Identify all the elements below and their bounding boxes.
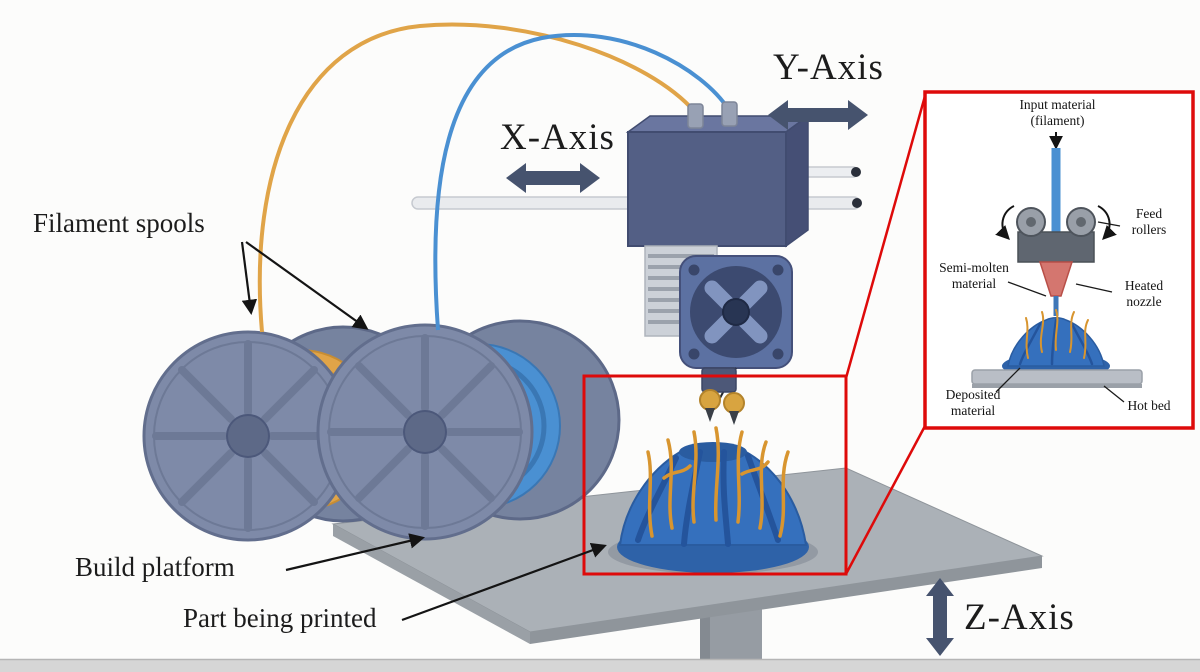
z-axis-arrow bbox=[926, 578, 954, 656]
filament-spools-label: Filament spools bbox=[33, 208, 205, 238]
filament-tube-orange bbox=[257, 22, 697, 333]
hotend-nozzles-graphic bbox=[699, 367, 745, 425]
inset-hot-bed-label: Hot bed bbox=[1127, 398, 1171, 413]
x-axis-arrow bbox=[506, 163, 600, 193]
build-platform-label: Build platform bbox=[75, 552, 235, 582]
inset-heated-nozzle bbox=[1038, 261, 1074, 297]
printed-part-graphic bbox=[617, 426, 809, 573]
support-structures bbox=[646, 426, 790, 538]
filament-tube-blue bbox=[433, 33, 731, 331]
part-being-printed-label: Part being printed bbox=[183, 603, 377, 633]
bottom-border-strip bbox=[0, 658, 1200, 672]
inset-filament bbox=[1051, 148, 1061, 262]
x-axis-label: X-Axis bbox=[500, 117, 615, 158]
part-highlight-box bbox=[582, 95, 927, 576]
inset-feed-rollers-label: Feed rollers bbox=[1131, 206, 1167, 237]
y-axis-arrow bbox=[768, 100, 868, 130]
inset-panel bbox=[923, 90, 1195, 430]
extruder-carriage-graphic bbox=[625, 101, 811, 248]
inset-deposited-material-label: Deposited material bbox=[945, 387, 1001, 418]
inset-heated-nozzle-label: Heated nozzle bbox=[1124, 278, 1164, 309]
inset-pointer-lines bbox=[995, 221, 1125, 403]
filament-spools-graphic bbox=[142, 319, 621, 542]
inset-hot-bed bbox=[971, 369, 1143, 385]
cooling-fan-graphic bbox=[679, 255, 793, 369]
inset-input-material-label: Input material (filament) bbox=[1019, 97, 1096, 128]
y-axis-label: Y-Axis bbox=[773, 47, 884, 88]
z-axis-label: Z-Axis bbox=[964, 597, 1075, 638]
label-arrows bbox=[240, 241, 607, 622]
inset-semi-molten-label: Semi-molten material bbox=[939, 260, 1009, 291]
